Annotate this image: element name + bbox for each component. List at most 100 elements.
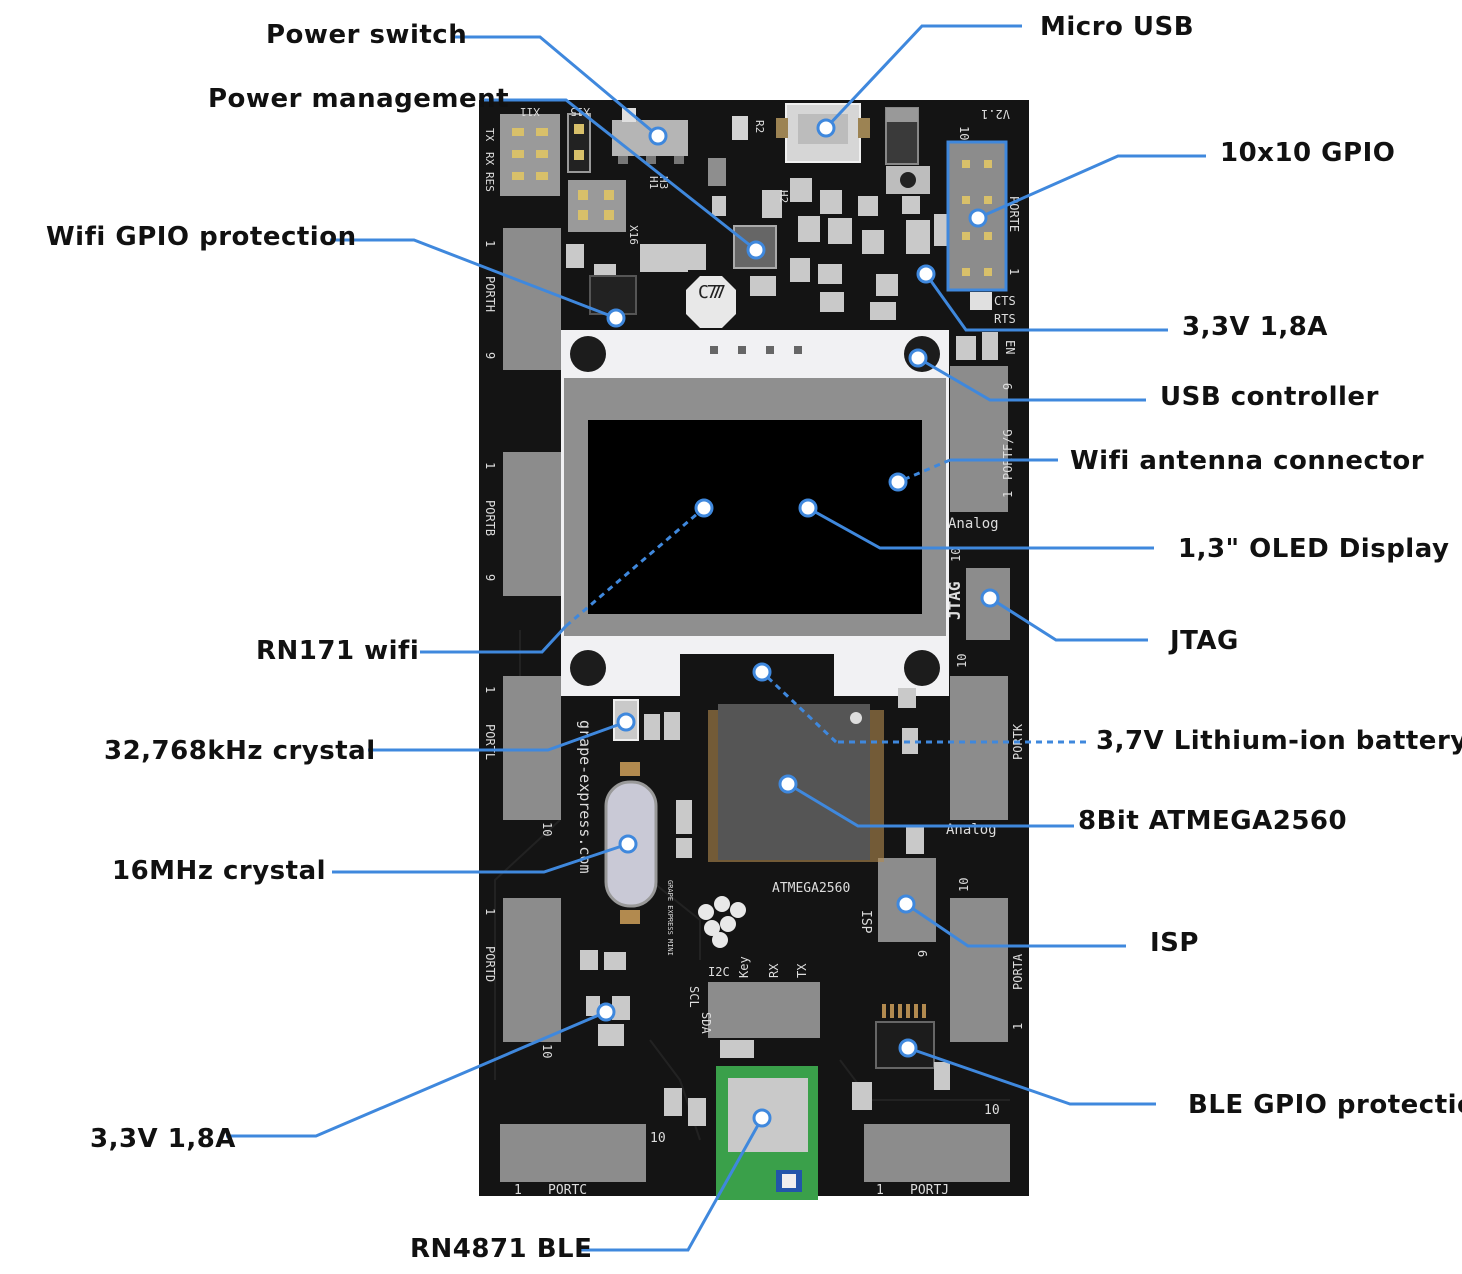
line-rn171 [420,624,568,654]
line-rn171-dash [565,506,705,628]
line-33v-bottom [226,1010,607,1138]
label-isp-6: 6 [915,950,929,957]
label-i2c: I2C [708,965,730,979]
wifi-gpio-protection-chip [589,275,637,315]
callout-10x10-gpio: 10x10 GPIO [1220,138,1396,168]
label-portc-1: 1 [514,1183,522,1198]
callout-wifi-gpio-protection: Wifi GPIO protection [46,222,357,252]
header-portj [864,1124,1010,1182]
label-x11: X11 [520,105,540,118]
label-rx: RX [483,152,496,166]
label-brand: GRAPE EXPRESS MINI [666,880,674,956]
line-usb-controller [917,356,1146,402]
label-jtag-10: 10 [949,548,963,562]
label-portl-10: 10 [540,822,554,836]
label-isp: ISP [858,910,873,934]
line-wifi-gpio [330,238,617,320]
label-scl: SCL [687,986,701,1008]
callout-33v-bottom: 3,3V 1,8A [90,1124,236,1154]
callout-wifi-antenna: Wifi antenna connector [1070,446,1425,476]
label-porte-1: 1 [1007,268,1021,275]
callout-usb-controller: USB controller [1160,382,1379,412]
header-x16 [568,180,626,232]
callout-33v-top: 3,3V 1,8A [1182,312,1328,342]
label-portd-10: 10 [540,1044,554,1058]
label-porte-10: 10 [957,126,971,140]
header-porte [946,140,1008,292]
line-33v-top [924,273,1168,332]
line-rn4871 [580,1117,764,1252]
cap-ble [934,1062,950,1090]
header-i2c [708,982,820,1038]
header-portf [950,366,1008,512]
label-porta: PORTA [1011,953,1025,990]
crystal-16m-pad-top [620,762,640,776]
header-x11 [500,114,560,196]
crystal-16m-pad-bottom [620,910,640,924]
line-power-switch [452,35,659,138]
header-porta [950,898,1008,1042]
header-porth [503,228,561,370]
label-porth-1: 1 [483,240,497,247]
label-portj: PORTJ [910,1183,949,1198]
line-battery-dash [760,670,838,744]
callout-jtag: JTAG [1170,626,1239,656]
label-portj-1: 1 [876,1183,884,1198]
label-res: RES [483,172,496,192]
label-portj-10: 10 [984,1103,1000,1118]
label-portk-10: 10 [955,654,969,668]
line-16m [332,842,629,874]
callout-ble-gpio: BLE GPIO protection [1188,1090,1462,1120]
smd-components [566,116,998,360]
header-portb [503,452,561,596]
label-jtag: JTAG [945,581,964,620]
label-portf-9: 9 [1001,383,1015,390]
label-tx-i2c: TX [795,963,809,978]
callout-oled: 1,3" OLED Display [1178,534,1450,564]
callout-isp: ISP [1150,928,1199,958]
callout-32k: 32,768kHz crystal [104,736,376,766]
cap-row-ble [720,1040,754,1058]
label-analog-1: Analog [948,516,999,532]
label-portb: PORTB [483,500,497,536]
label-sda: SDA [699,1012,713,1034]
jumper-x15 [567,113,591,173]
cap-ble-2 [852,1082,872,1110]
cap-ble-left-2 [688,1098,706,1126]
label-porta-10: 10 [957,878,971,892]
callout-micro-usb: Micro USB [1040,12,1195,42]
label-portf: PORTF/G [1001,429,1015,480]
label-rx-i2c: RX [767,963,781,978]
label-website: grape-express.com [576,720,594,874]
label-porth-9: 9 [483,352,497,359]
label-porth: PORTH [483,276,497,312]
label-portf-1: 1 [1001,491,1015,498]
line-jtag [989,596,1148,642]
line-ble-gpio [907,1046,1156,1106]
label-portc: PORTC [548,1183,587,1198]
label-en: EN [1003,340,1017,354]
label-cts: CTS [994,294,1016,308]
line-micro-usb [824,24,1022,130]
callout-rn171: RN171 wifi [256,636,420,666]
ble-protection-pins [882,1004,926,1018]
line-isp [905,902,1126,948]
callout-battery: 3,7V Lithium-ion battery [1096,726,1462,756]
label-h2: H2 [777,190,790,203]
label-portc-10: 10 [650,1131,666,1146]
label-x16: X16 [627,225,640,245]
label-portl-1: 1 [483,686,497,693]
callout-rn4871: RN4871 BLE [410,1234,593,1264]
label-r2: R2 [753,120,766,133]
line-32k [368,720,627,752]
grape-logo [698,896,746,948]
label-rts: RTS [994,312,1016,326]
line-atmega [787,782,1074,828]
label-portd-1: 1 [483,908,497,915]
cap-ble-left [664,1088,682,1116]
callout-atmega: 8Bit ATMEGA2560 [1078,806,1348,836]
label-version: V2.1 [981,107,1010,121]
oled-module [561,330,949,700]
